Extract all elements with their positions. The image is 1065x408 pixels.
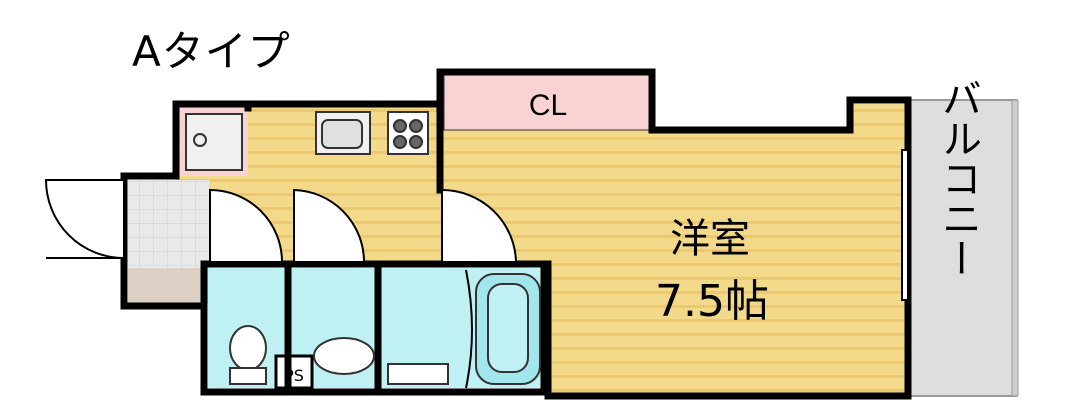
fixtures [185,111,541,385]
room-label-1: 洋室 [670,216,750,262]
walls [120,68,912,400]
type-title: Aタイプ [132,27,291,76]
doors [44,179,518,389]
windows [901,149,909,301]
balcony-label: バルコニー [935,78,981,278]
room-label-2: 7.5帖 [655,276,769,327]
ps-label: PS [284,366,304,385]
balcony [907,99,1019,397]
balcony-text: バルコニー [935,78,981,278]
closet-label: CL [529,89,567,122]
labels: CL 洋室 7.5帖 PS [284,89,769,385]
